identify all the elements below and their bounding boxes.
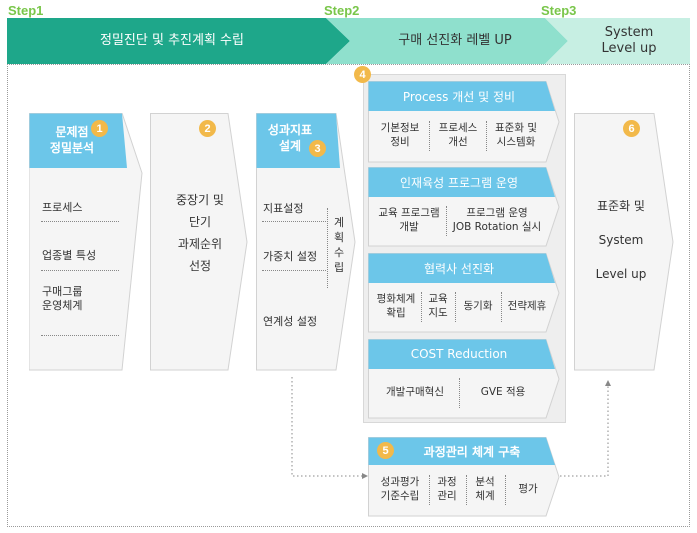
stage4-group1-title: Process 개선 및 정비 [402, 89, 516, 104]
stage2-line3: 과제순위 [177, 237, 223, 251]
stage4-group3-shape [368, 253, 560, 333]
step1-banner: 정밀진단 및 추진계획 수립 [7, 18, 337, 64]
stage5-shape [368, 437, 560, 517]
step1-label: Step1 [8, 3, 44, 18]
step2-title: 구매 선진화 레벨 UP [398, 33, 512, 48]
stage3-title-line2: 설계 [278, 139, 302, 153]
stage3-side-1: 계 [333, 216, 345, 229]
stage6-text: 표준화 및 System Level up [574, 189, 668, 291]
stage1-title: 문제점 정밀분석 [35, 124, 109, 156]
stage4-group4-title: COST Reduction [410, 347, 508, 361]
stage3-side-3: 수 [333, 246, 345, 259]
stage2-text: 중장기 및 단기 과제순위 선정 [150, 189, 250, 277]
step2-banner: 구매 선진화 레벨 UP [350, 18, 560, 64]
stage4-group3-title: 협력사 선진화 [423, 261, 495, 276]
stage2-line2: 단기 [188, 215, 212, 229]
step2-label: Step2 [324, 3, 360, 18]
stage6-line1: 표준화 및 [597, 199, 645, 213]
stage1-item-industry: 업종별 특성 [42, 249, 97, 262]
stage3-box: 3 성과지표 설계 지표설정 가중치 설정 연계성 설정 계 획 수 립 [256, 113, 356, 371]
stage3-title: 성과지표 설계 [256, 122, 324, 154]
process-frame [7, 64, 690, 527]
step3-title-line1: System [604, 25, 654, 40]
stage2-box: 2 중장기 및 단기 과제순위 선정 [150, 113, 248, 371]
stage3-item-weight: 가중치 설정 [263, 250, 318, 263]
stage1-item-purchasing-group: 구매그룹 [42, 285, 83, 298]
step3-label: Step3 [541, 3, 577, 18]
stage5-badge: 5 [377, 442, 394, 459]
stage1-item-operation: 운영체계 [42, 299, 83, 312]
stage2-line4: 선정 [188, 259, 212, 273]
stage3-item-indicator: 지표설정 [263, 202, 304, 215]
stage6-line3: Level up [595, 267, 647, 281]
stage1-badge: 1 [91, 120, 108, 137]
step3-title-line2: Level up [601, 41, 657, 56]
stage6-badge: 6 [623, 120, 640, 137]
stage3-side-label: 계 획 수 립 [333, 215, 345, 275]
step-banners [7, 18, 690, 64]
stage4-group2-shape [368, 167, 560, 247]
stage1-item-process: 프로세스 [42, 201, 83, 214]
stage5-title: 과정관리 체계 구축 [423, 444, 521, 459]
stage4-badge: 4 [354, 66, 371, 83]
step1-title: 정밀진단 및 추진계획 수립 [100, 33, 244, 48]
stage3-side-4: 립 [333, 261, 345, 274]
stage4-group2-title: 인재육성 프로그램 운영 [399, 175, 519, 190]
stage4-group4-cell1: 개발구매혁신 [386, 386, 444, 398]
stage1-title-line2: 정밀분석 [49, 141, 95, 155]
stage3-title-line1: 성과지표 [267, 123, 313, 137]
step3-banner: System Level up [568, 18, 690, 64]
stage4-group4-shape [368, 339, 560, 419]
stage4-group3-cell3: 동기화 [463, 300, 493, 312]
stage1-title-line1: 문제점 [55, 125, 89, 139]
stage2-badge: 2 [199, 120, 216, 137]
stage6-line2: System [598, 233, 644, 247]
stage4-group3-cell4: 전략제휴 [507, 300, 547, 312]
stage3-badge: 3 [309, 140, 326, 157]
stage6-box: 6 표준화 및 System Level up [574, 113, 674, 371]
stage5-cell4: 평가 [518, 483, 538, 495]
stage3-item-linkage: 연계성 설정 [263, 315, 318, 328]
stage2-line1: 중장기 및 [176, 193, 224, 207]
stage3-side-2: 획 [333, 231, 345, 244]
stage4-group4-cell2: GVE 적용 [480, 386, 526, 398]
stage1-box: 1 문제점 정밀분석 프로세스 업종별 특성 구매그룹 운영체계 [29, 113, 143, 371]
stage4-group1-shape [368, 81, 560, 163]
